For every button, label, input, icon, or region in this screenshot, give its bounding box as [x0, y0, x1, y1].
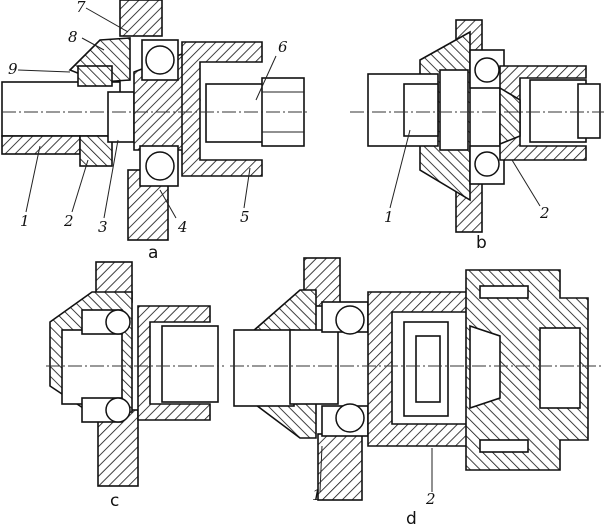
- view-c: [46, 261, 224, 487]
- callout-b-1: 1: [384, 208, 394, 226]
- callout-d-2: 2: [425, 490, 436, 508]
- callout-4: 4: [177, 218, 188, 236]
- callout-7: 7: [76, 0, 86, 16]
- view-d-labels: 1 2 d: [312, 486, 436, 527]
- view-a: [1, 0, 310, 241]
- caption-c: c: [110, 491, 119, 511]
- callout-6: 6: [278, 38, 288, 56]
- callout-5: 5: [240, 208, 250, 226]
- caption-a: a: [148, 243, 158, 263]
- callout-9: 9: [8, 60, 18, 78]
- callout-b-2: 2: [539, 204, 550, 222]
- callout-2: 2: [63, 212, 74, 230]
- view-b-labels: 1 2 b: [384, 204, 550, 253]
- caption-d: d: [406, 509, 417, 527]
- callout-8: 8: [68, 28, 78, 46]
- callout-d-1: 1: [312, 486, 322, 504]
- view-a-labels: 7 8 9 1 2 3 4 5 6 a: [8, 0, 288, 263]
- callout-1: 1: [20, 212, 30, 230]
- view-d: [230, 257, 604, 501]
- view-b: [350, 19, 604, 233]
- view-c-labels: c: [110, 491, 119, 511]
- callout-3: 3: [98, 218, 108, 236]
- caption-b: b: [476, 233, 487, 253]
